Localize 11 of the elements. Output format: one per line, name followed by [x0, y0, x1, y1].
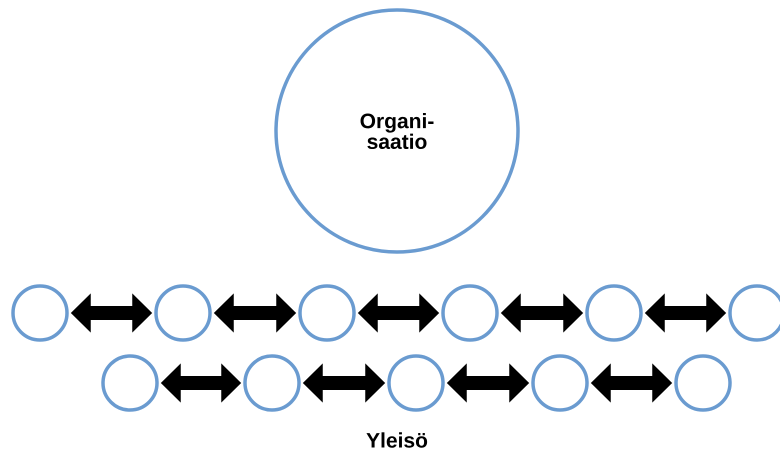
audience-circle [298, 284, 356, 342]
audience-circle [154, 284, 212, 342]
audience-circle [674, 354, 732, 412]
audience-circle [101, 354, 159, 412]
group-label: Yleisö [366, 432, 428, 448]
audience-circle [243, 354, 301, 412]
audience-circle [585, 284, 643, 342]
audience-circle [441, 284, 499, 342]
audience-circle [387, 354, 445, 412]
audience-circle [11, 284, 69, 342]
audience-circle [531, 354, 589, 412]
